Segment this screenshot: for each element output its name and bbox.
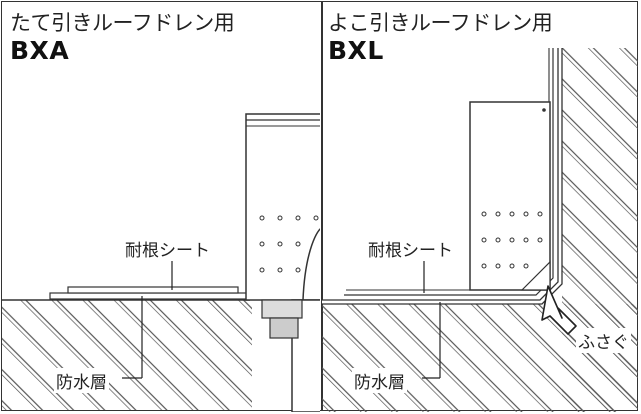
waterproof-layer	[49, 292, 251, 300]
concrete-slab	[2, 300, 252, 410]
panel-bxl: よこ引きルーフドレン用 BXL 耐根シート 防水層 ふさぐ	[322, 0, 638, 412]
bxl-block-label: ふさぐ	[576, 328, 631, 353]
panel-bxa: たて引きルーフドレン用 BXA 耐根シート 防水層	[0, 0, 320, 412]
perforations	[481, 211, 543, 269]
block-arrow-icon	[541, 285, 577, 335]
perforations	[259, 215, 319, 273]
bxa-waterproof-label: 防水層	[54, 368, 109, 393]
drain-box	[469, 101, 551, 291]
bxl-model: BXL	[328, 36, 384, 65]
bxa-model: BXA	[10, 36, 70, 65]
drain-box	[245, 113, 320, 301]
root-sheet	[67, 286, 239, 294]
bxa-section-drawing	[2, 113, 320, 412]
bxl-sheet-label: 耐根シート	[366, 236, 455, 261]
bxa-title: たて引きルーフドレン用	[10, 11, 235, 35]
bxl-title: よこ引きルーフドレン用	[328, 11, 553, 35]
bxa-sheet-label: 耐根シート	[123, 236, 212, 261]
bxl-waterproof-label: 防水層	[352, 368, 407, 393]
panel-divider	[321, 1, 323, 411]
concrete-slab	[322, 304, 638, 412]
